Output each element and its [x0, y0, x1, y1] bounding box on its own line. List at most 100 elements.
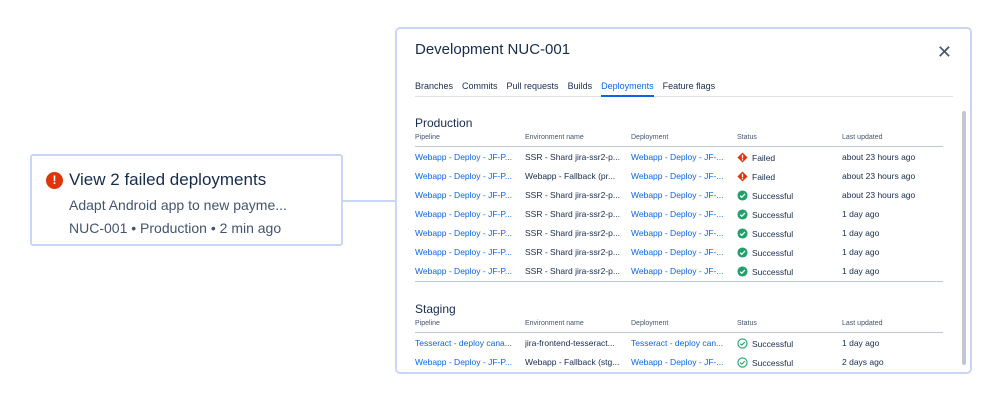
last-updated: 1 day ago	[842, 338, 880, 348]
environment-name: jira-frontend-tesseract...	[525, 338, 615, 348]
production-table-divider	[415, 281, 943, 282]
environment-name: SSR - Shard jira-ssr2-p...	[525, 266, 620, 276]
tab-commits[interactable]: Commits	[462, 81, 498, 91]
success-icon	[737, 190, 748, 201]
table-row: Tesseract - deploy cana... jira-frontend-…	[415, 334, 943, 353]
close-icon[interactable]: ✕	[936, 42, 952, 62]
last-updated: 1 day ago	[842, 247, 880, 257]
status-label: Failed	[752, 152, 776, 163]
deployment-link[interactable]: Webapp - Deploy - JF-...	[631, 190, 724, 200]
last-updated: 2 days ago	[842, 357, 884, 367]
warning-circle-icon: !	[46, 171, 63, 189]
notification-title-row: ! View 2 failed deployments	[46, 170, 329, 190]
pipeline-link[interactable]: Webapp - Deploy - JF-P...	[415, 171, 513, 181]
connector-line	[343, 200, 396, 202]
notification-meta: NUC-001 • Production • 2 min ago	[69, 220, 282, 236]
column-header-pipeline: Pipeline	[415, 134, 440, 141]
staging-table-header: Pipeline Environment name Deployment Status…	[415, 320, 943, 333]
column-header-deployment: Deployment	[631, 134, 669, 141]
deployment-link[interactable]: Webapp - Deploy - JF-...	[631, 209, 724, 219]
column-header-last-updated: Last updated	[842, 134, 883, 141]
status-label: Successful	[752, 338, 794, 349]
status-label: Successful	[752, 266, 794, 277]
status-cell: Successful	[737, 266, 837, 277]
status-label: Successful	[752, 247, 794, 258]
table-row: Webapp - Deploy - JF-P... SSR - Shard jir…	[415, 243, 943, 262]
column-header-environment-name: Environment name	[525, 320, 584, 327]
tab-branches[interactable]: Branches	[415, 81, 454, 91]
last-updated: 1 day ago	[842, 266, 880, 276]
deployment-link[interactable]: Webapp - Deploy - JF-...	[631, 266, 724, 276]
deployment-link[interactable]: Webapp - Deploy - JF-...	[631, 247, 724, 257]
last-updated: about 23 hours ago	[842, 152, 916, 162]
pipeline-link[interactable]: Tesseract - deploy cana...	[415, 338, 512, 348]
status-label: Successful	[752, 357, 794, 368]
table-row: Webapp - Deploy - JF-P...SSR - Shard jir…	[415, 224, 943, 243]
failed-icon	[737, 152, 748, 163]
table-row: Webapp - Deploy - JF-P... SSR - Shard jir…	[415, 186, 943, 205]
failed-icon	[737, 171, 748, 182]
status-label: Successful	[752, 228, 794, 239]
status-cell: Failed	[737, 171, 837, 182]
status-cell: Successful	[737, 338, 837, 349]
deployment-link[interactable]: Webapp - Deploy - JF-...	[631, 357, 724, 367]
development-panel: Development NUC-001 ✕ Branches Commits Pul…	[395, 27, 972, 374]
column-header-deployment: Deployment	[631, 320, 669, 327]
success-icon	[737, 266, 748, 277]
tab-feature-flags[interactable]: Feature flags	[662, 81, 716, 91]
status-cell: Failed	[737, 152, 837, 163]
tab-builds[interactable]: Builds	[567, 81, 593, 91]
pipeline-link[interactable]: Webapp - Deploy - JF-P...	[415, 247, 513, 257]
last-updated: about 23 hours ago	[842, 171, 916, 181]
status-cell: Successful	[737, 228, 837, 239]
environment-name: SSR - Shard jira-ssr2-p...	[525, 190, 620, 200]
last-updated: about 23 hours ago	[842, 190, 916, 200]
status-label: Failed	[752, 171, 776, 182]
status-cell: Successful	[737, 190, 837, 201]
success-icon	[737, 209, 748, 220]
deployment-link[interactable]: Webapp - Deploy - JF-...	[631, 171, 724, 181]
pipeline-link[interactable]: Webapp - Deploy - JF-P...	[415, 228, 513, 238]
deployment-link[interactable]: Webapp - Deploy - JF-...	[631, 228, 724, 238]
notification-title[interactable]: View 2 failed deployments	[69, 170, 267, 189]
status-cell: Successful	[737, 209, 837, 220]
table-row: Webapp - Deploy - JF-P... Webapp - Fallba…	[415, 167, 943, 186]
deployment-link[interactable]: Webapp - Deploy - JF-...	[631, 152, 724, 162]
staging-section-title: Staging	[415, 302, 456, 316]
last-updated: 1 day ago	[842, 228, 880, 238]
pipeline-link[interactable]: Webapp - Deploy - JF-P...	[415, 357, 513, 367]
status-cell: Successful	[737, 247, 837, 258]
success-icon	[737, 247, 748, 258]
table-row: Webapp - Deploy - JF-P... SSR - Shard jir…	[415, 205, 943, 224]
success-icon	[737, 228, 748, 239]
status-label: Successful	[752, 209, 794, 220]
success-outline-icon	[737, 357, 748, 368]
scrollbar[interactable]	[962, 111, 966, 365]
table-row: Webapp - Deploy - JF-P... SSR - Shard jir…	[415, 262, 943, 281]
production-table-header: Pipeline Environment name Deployment Status…	[415, 134, 943, 147]
tab-bar: Branches Commits Pull requests Builds Deploy…	[415, 79, 953, 97]
last-updated: 1 day ago	[842, 209, 880, 219]
environment-name: Webapp - Fallback (pr...	[525, 171, 616, 181]
notification-subtitle: Adapt Android app to new payme...	[69, 197, 287, 213]
environment-name: SSR - Shard jira-ssr2-p...	[525, 209, 620, 219]
pipeline-link[interactable]: Webapp - Deploy - JF-P...	[415, 152, 513, 162]
production-section-title: Production	[415, 116, 473, 130]
column-header-pipeline: Pipeline	[415, 320, 440, 327]
panel-title: Development NUC-001	[415, 41, 571, 58]
column-header-environment-name: Environment name	[525, 134, 584, 141]
environment-name: SSR - Shard jira-ssr2-p...	[525, 247, 620, 257]
pipeline-link[interactable]: Webapp - Deploy - JF-P...	[415, 209, 513, 219]
pipeline-link[interactable]: Webapp - Deploy - JF-P...	[415, 266, 513, 276]
failed-deployments-notification[interactable]: ! View 2 failed deployments Adapt Androi…	[30, 154, 343, 246]
deployment-link[interactable]: Tesseract - deploy can...	[631, 338, 724, 348]
column-header-status: Status	[737, 134, 757, 141]
column-header-status: Status	[737, 320, 757, 327]
success-outline-icon	[737, 338, 748, 349]
status-label: Successful	[752, 190, 794, 201]
table-row: Webapp - Deploy - JF-P...SSR - Shard jir…	[415, 148, 943, 167]
pipeline-link[interactable]: Webapp - Deploy - JF-P...	[415, 190, 513, 200]
tab-pull-requests[interactable]: Pull requests	[506, 81, 559, 91]
column-header-last-updated: Last updated	[842, 320, 883, 327]
tab-deployments[interactable]: Deployments	[601, 79, 654, 97]
